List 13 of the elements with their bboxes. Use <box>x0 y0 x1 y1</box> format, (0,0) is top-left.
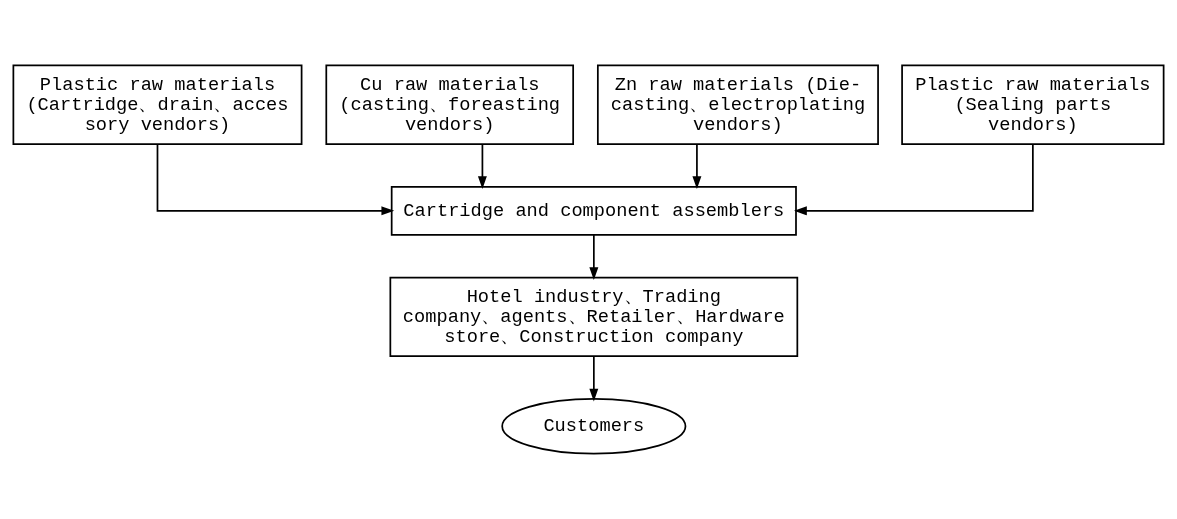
arrow <box>589 355 599 402</box>
node-box: Plastic raw materials (Cartridge、drain、accessory vendors) <box>12 64 303 145</box>
arrow <box>589 234 599 281</box>
node-ellipse: Customers <box>501 398 687 455</box>
node-box: Plastic raw materials (Sealing parts vendors) <box>901 64 1165 145</box>
node-box: Zn raw materials (Die-casting、electroplating vendors) <box>596 64 879 145</box>
arrow <box>794 143 1034 216</box>
arrow <box>692 143 702 189</box>
node-box: Cu raw materials (casting、foreasting vendors) <box>325 64 574 145</box>
arrow <box>477 143 487 189</box>
arrow <box>156 143 395 216</box>
node-box: Cartridge and component assemblers <box>390 185 797 236</box>
node-box: Hotel industry、Trading company、agents、Retailer、Hardware store、Construction company <box>389 276 799 358</box>
